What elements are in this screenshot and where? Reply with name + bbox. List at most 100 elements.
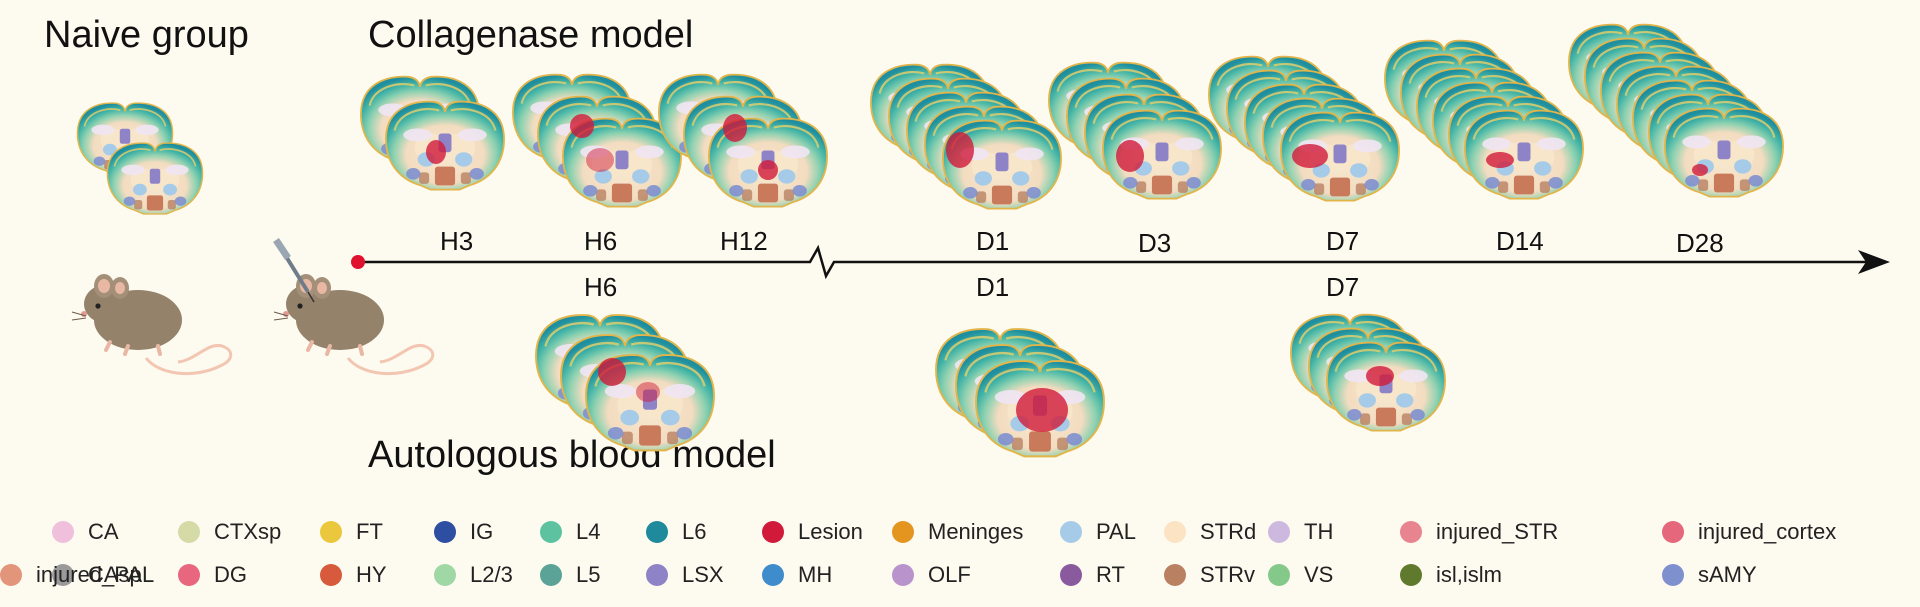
- legend-swatch: [892, 564, 914, 586]
- legend-swatch: [178, 564, 200, 586]
- legend-label: CAsp: [88, 562, 142, 587]
- legend-label: L2/3: [470, 562, 513, 587]
- legend-item: Meninges: [892, 517, 1023, 547]
- legend-label: OLF: [928, 562, 971, 587]
- syringe-icon: [273, 238, 315, 303]
- legend-label: injured_STR: [1436, 519, 1559, 544]
- legend-swatch: [320, 564, 342, 586]
- lesion-marks-top: [426, 114, 1708, 180]
- legend-label: STRd: [1200, 519, 1257, 544]
- legend-label: CA: [88, 519, 119, 544]
- autologous-model-title: Autologous blood model: [368, 434, 776, 476]
- legend-label: L4: [576, 519, 601, 544]
- timepoint-label-d3: D3: [1138, 228, 1172, 258]
- naive-brain-stack: [76, 102, 204, 215]
- brain-stack-h3: [359, 75, 506, 191]
- legend-item: injured_cortex: [1662, 517, 1836, 547]
- legend-item: sAMY: [1662, 560, 1757, 590]
- legend-item: FT: [320, 517, 383, 547]
- legend-swatch: [1268, 521, 1290, 543]
- legend-label: Meninges: [928, 519, 1024, 544]
- timepoint-label-h3: H3: [440, 226, 474, 256]
- legend-label: TH: [1304, 519, 1334, 544]
- legend-label: injured_cortex: [1698, 519, 1837, 544]
- legend-swatch: [1268, 564, 1290, 586]
- legend-swatch: [762, 521, 784, 543]
- legend-swatch: [1662, 564, 1684, 586]
- model-mouse: [272, 272, 435, 376]
- legend-item: L5: [540, 560, 600, 590]
- legend-swatch: [1164, 521, 1186, 543]
- brain-stack-d3: [1047, 61, 1223, 200]
- legend-swatch: [1400, 564, 1422, 586]
- timepoint-label-d7-bottom: D7: [1326, 272, 1360, 302]
- timepoint-label-d1-top: D1: [976, 226, 1010, 256]
- legend-label: VS: [1304, 562, 1334, 587]
- legend-label: DG: [214, 562, 247, 587]
- lesion-marks-bottom: [598, 358, 1394, 432]
- timepoint-label-h6-bottom: H6: [584, 272, 618, 302]
- legend-swatch: [178, 521, 200, 543]
- naive-mouse: [70, 272, 233, 376]
- legend-item: isl,islm: [1400, 560, 1502, 590]
- legend-item: TH: [1268, 517, 1333, 547]
- brain-stack-d1-bottom: [934, 327, 1106, 458]
- brain-stack-d14: [1383, 39, 1585, 200]
- legend-label: Lesion: [798, 519, 863, 544]
- legend-swatch: [434, 564, 456, 586]
- legend-label: IG: [470, 519, 494, 544]
- legend-swatch: [646, 564, 668, 586]
- legend-swatch: [0, 564, 22, 586]
- brain-stack-h6-bottom: [534, 313, 716, 452]
- legend-item: L4: [540, 517, 600, 547]
- legend-label: sAMY: [1698, 562, 1757, 587]
- brain-stack-d28: [1567, 23, 1785, 198]
- timepoint-label-d1-bottom: D1: [976, 272, 1010, 302]
- timepoint-label-d28: D28: [1676, 228, 1724, 258]
- legend-label: PAL: [1096, 519, 1136, 544]
- legend-item: MH: [762, 560, 832, 590]
- legend-item: L2/3: [434, 560, 513, 590]
- legend-swatch: [1400, 521, 1422, 543]
- brain-stack-h6-top: [511, 73, 683, 208]
- legend-swatch: [1662, 521, 1684, 543]
- legend-item: IG: [434, 517, 493, 547]
- legend-swatch: [540, 521, 562, 543]
- legend-swatch: [52, 564, 74, 586]
- legend-item: STRv: [1164, 560, 1255, 590]
- legend-swatch: [540, 564, 562, 586]
- legend-item: RT: [1060, 560, 1125, 590]
- naive-group-title: Naive group: [44, 14, 249, 56]
- legend-item: Lesion: [762, 517, 863, 547]
- legend-item: VS: [1268, 560, 1333, 590]
- legend-swatch: [52, 521, 74, 543]
- legend-swatch: [646, 521, 668, 543]
- legend-item: HY: [320, 560, 387, 590]
- legend-label: RT: [1096, 562, 1125, 587]
- legend-item: CTXsp: [178, 517, 281, 547]
- timeline-axis: [351, 244, 1890, 280]
- legend-item: CAsp: [52, 560, 142, 590]
- timepoint-label-h6-top: H6: [584, 226, 618, 256]
- timepoint-label-h12: H12: [720, 226, 768, 256]
- legend-item: CA: [52, 517, 119, 547]
- legend-swatch: [1060, 521, 1082, 543]
- legend-item: injured_STR: [1400, 517, 1558, 547]
- legend-item: OLF: [892, 560, 971, 590]
- legend-label: HY: [356, 562, 387, 587]
- legend-label: CTXsp: [214, 519, 282, 544]
- legend-label: LSX: [682, 562, 724, 587]
- legend-label: L6: [682, 519, 707, 544]
- legend-swatch: [434, 521, 456, 543]
- legend-label: isl,islm: [1436, 562, 1502, 587]
- legend-swatch: [1164, 564, 1186, 586]
- legend-swatch: [1060, 564, 1082, 586]
- legend-item: L6: [646, 517, 706, 547]
- legend-label: injured_PAL: [36, 562, 155, 587]
- legend-item: DG: [178, 560, 247, 590]
- timepoint-label-d7-top: D7: [1326, 226, 1360, 256]
- legend-item: STRd: [1164, 517, 1256, 547]
- collagenase-model-title: Collagenase model: [368, 14, 694, 56]
- legend-swatch: [762, 564, 784, 586]
- legend-label: FT: [356, 519, 383, 544]
